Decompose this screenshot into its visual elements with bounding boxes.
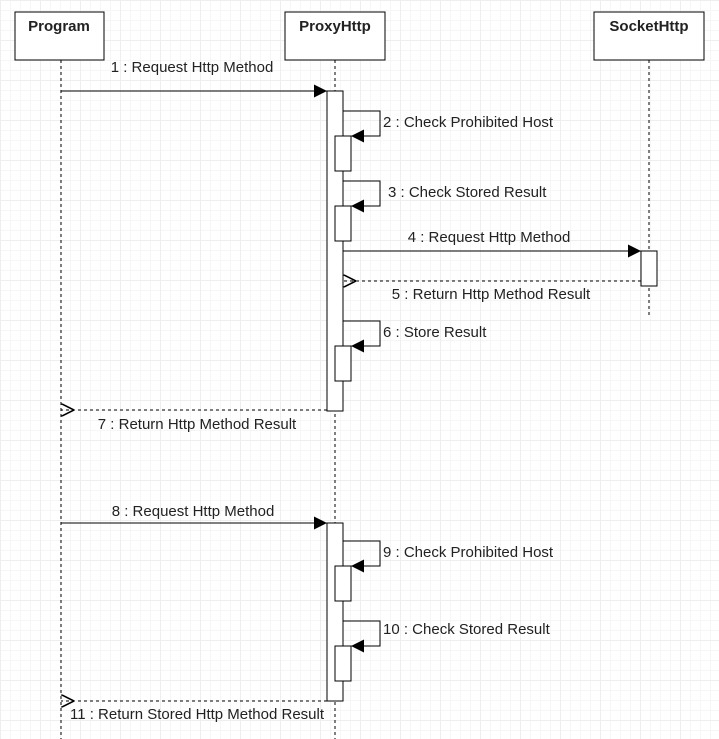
- message-1-label: 1 : Request Http Method: [111, 59, 274, 76]
- message-2-label: 2 : Check Prohibited Host: [383, 114, 554, 131]
- activation-proxyhttp-2b: [334, 645, 352, 682]
- message-9-label: 9 : Check Prohibited Host: [383, 544, 554, 561]
- message-5: 5 : Return Http Method Result: [343, 281, 641, 303]
- message-2: 2 : Check Prohibited Host: [343, 110, 554, 143]
- message-4: 4 : Request Http Method: [343, 229, 641, 258]
- message-11-label: 11 : Return Stored Http Method Result: [70, 706, 325, 723]
- message-9: 9 : Check Prohibited Host: [343, 540, 554, 573]
- message-10: 10 : Check Stored Result: [343, 620, 551, 653]
- message-4-label: 4 : Request Http Method: [408, 229, 571, 246]
- message-7-label: 7 : Return Http Method Result: [98, 416, 297, 433]
- participant-sockethttp[interactable]: SocketHttp: [593, 11, 705, 61]
- message-8-label: 8 : Request Http Method: [112, 503, 275, 520]
- message-5-label: 5 : Return Http Method Result: [392, 286, 591, 303]
- message-6: 6 : Store Result: [343, 320, 487, 353]
- message-10-label: 10 : Check Stored Result: [383, 621, 551, 638]
- message-8: 8 : Request Http Method: [61, 503, 327, 530]
- participant-program-label: Program: [28, 18, 90, 35]
- message-6-label: 6 : Store Result: [383, 324, 487, 341]
- message-11: 11 : Return Stored Http Method Result: [61, 701, 327, 723]
- activation-proxyhttp-1a: [334, 135, 352, 172]
- activation-proxyhttp-1c: [334, 345, 352, 382]
- message-3: 3 : Check Stored Result: [343, 180, 547, 213]
- activation-proxyhttp-1b: [334, 205, 352, 242]
- activation-sockethttp: [640, 250, 658, 287]
- message-7: 7 : Return Http Method Result: [61, 410, 327, 433]
- message-1: 1 : Request Http Method: [61, 59, 327, 98]
- message-3-label: 3 : Check Stored Result: [388, 184, 547, 201]
- participant-proxyhttp[interactable]: ProxyHttp: [284, 11, 386, 61]
- activation-proxyhttp-2a: [334, 565, 352, 602]
- participant-proxyhttp-label: ProxyHttp: [299, 18, 371, 35]
- participant-program[interactable]: Program: [14, 11, 105, 61]
- participant-sockethttp-label: SocketHttp: [609, 18, 688, 35]
